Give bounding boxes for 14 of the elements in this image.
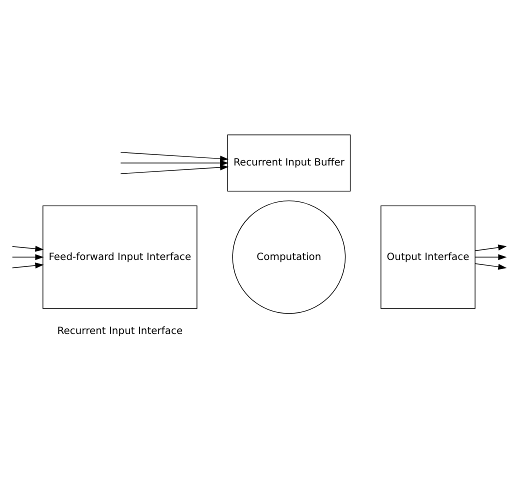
arrow (12, 254, 44, 260)
node-box: Feed-forward Input Interface (42, 204, 198, 308)
node-circle: Computation (232, 200, 346, 314)
arrow (120, 151, 229, 166)
arrow (12, 245, 44, 252)
arrow (474, 254, 507, 260)
arrow (120, 155, 229, 170)
arrow (474, 244, 507, 251)
arrow (12, 262, 44, 268)
label: Recurrent Input Interface (57, 325, 183, 336)
arrow (120, 160, 229, 174)
node-box: Recurrent Input Buffer (227, 134, 351, 192)
node-box: Output Interface (380, 204, 476, 308)
arrow (474, 262, 507, 270)
